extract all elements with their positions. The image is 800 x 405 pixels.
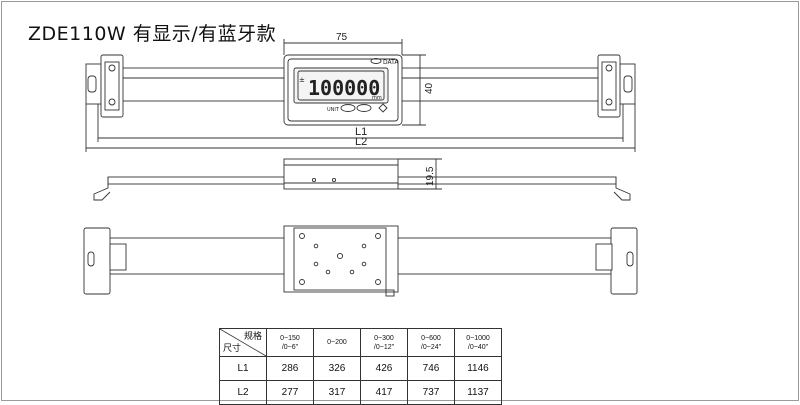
spec-table: 规格 尺寸 0~150/0~6" 0~200 0~300/0~12" 0~600… — [219, 328, 502, 405]
table-header-row: 规格 尺寸 0~150/0~6" 0~200 0~300/0~12" 0~600… — [219, 328, 502, 357]
left-end-bracket — [85, 54, 124, 118]
table-corner-cell: 规格 尺寸 — [219, 328, 267, 357]
table-cell: 1146 — [454, 356, 502, 381]
row-label: L2 — [219, 380, 267, 405]
mounting-plate — [283, 225, 399, 293]
column-header: 0~150/0~6" — [266, 328, 314, 357]
header-size: 尺寸 — [223, 343, 242, 353]
front-view — [85, 39, 636, 152]
table-cell: 746 — [407, 356, 455, 381]
lcd-unit: mm — [372, 95, 382, 101]
dim-L2: L2 — [355, 136, 367, 148]
dim-side-height: 19.5 — [425, 166, 436, 186]
table-cell: 317 — [313, 380, 361, 405]
dim-head-width: 75 — [336, 32, 348, 43]
column-header: 0~600/0~24" — [407, 328, 455, 357]
column-header: 0~300/0~12" — [360, 328, 408, 357]
column-header: 0~1000/0~40" — [454, 328, 502, 357]
drawing-title: ZDE110W 有显示/有蓝牙款 — [28, 23, 277, 45]
data-label: DATA — [383, 59, 399, 66]
lcd-sign: ± — [299, 76, 305, 84]
header-spec: 规格 — [243, 331, 262, 341]
bottom-view — [83, 225, 638, 297]
table-cell: 286 — [266, 356, 314, 381]
lcd-reading: 100000 — [308, 76, 380, 100]
table-row: L2 277 317 417 737 1137 — [219, 380, 502, 405]
readout-head — [283, 54, 403, 126]
column-header: 0~200 — [313, 328, 361, 357]
table-cell: 737 — [407, 380, 455, 405]
table-cell: 1137 — [454, 380, 502, 405]
table-cell: 426 — [360, 356, 408, 381]
side-view — [93, 158, 631, 201]
row-label: L1 — [219, 356, 267, 381]
right-end-bracket — [597, 54, 636, 118]
dim-L1: L1 — [355, 126, 367, 138]
dim-head-height: 40 — [424, 82, 435, 94]
table-cell: 417 — [360, 380, 408, 405]
unit-button-label: UNIT — [327, 107, 340, 113]
table-row: L1 286 326 426 746 1146 — [219, 356, 502, 381]
table-cell: 277 — [266, 380, 314, 405]
lcd-screen — [293, 67, 389, 104]
table-cell: 326 — [313, 356, 361, 381]
